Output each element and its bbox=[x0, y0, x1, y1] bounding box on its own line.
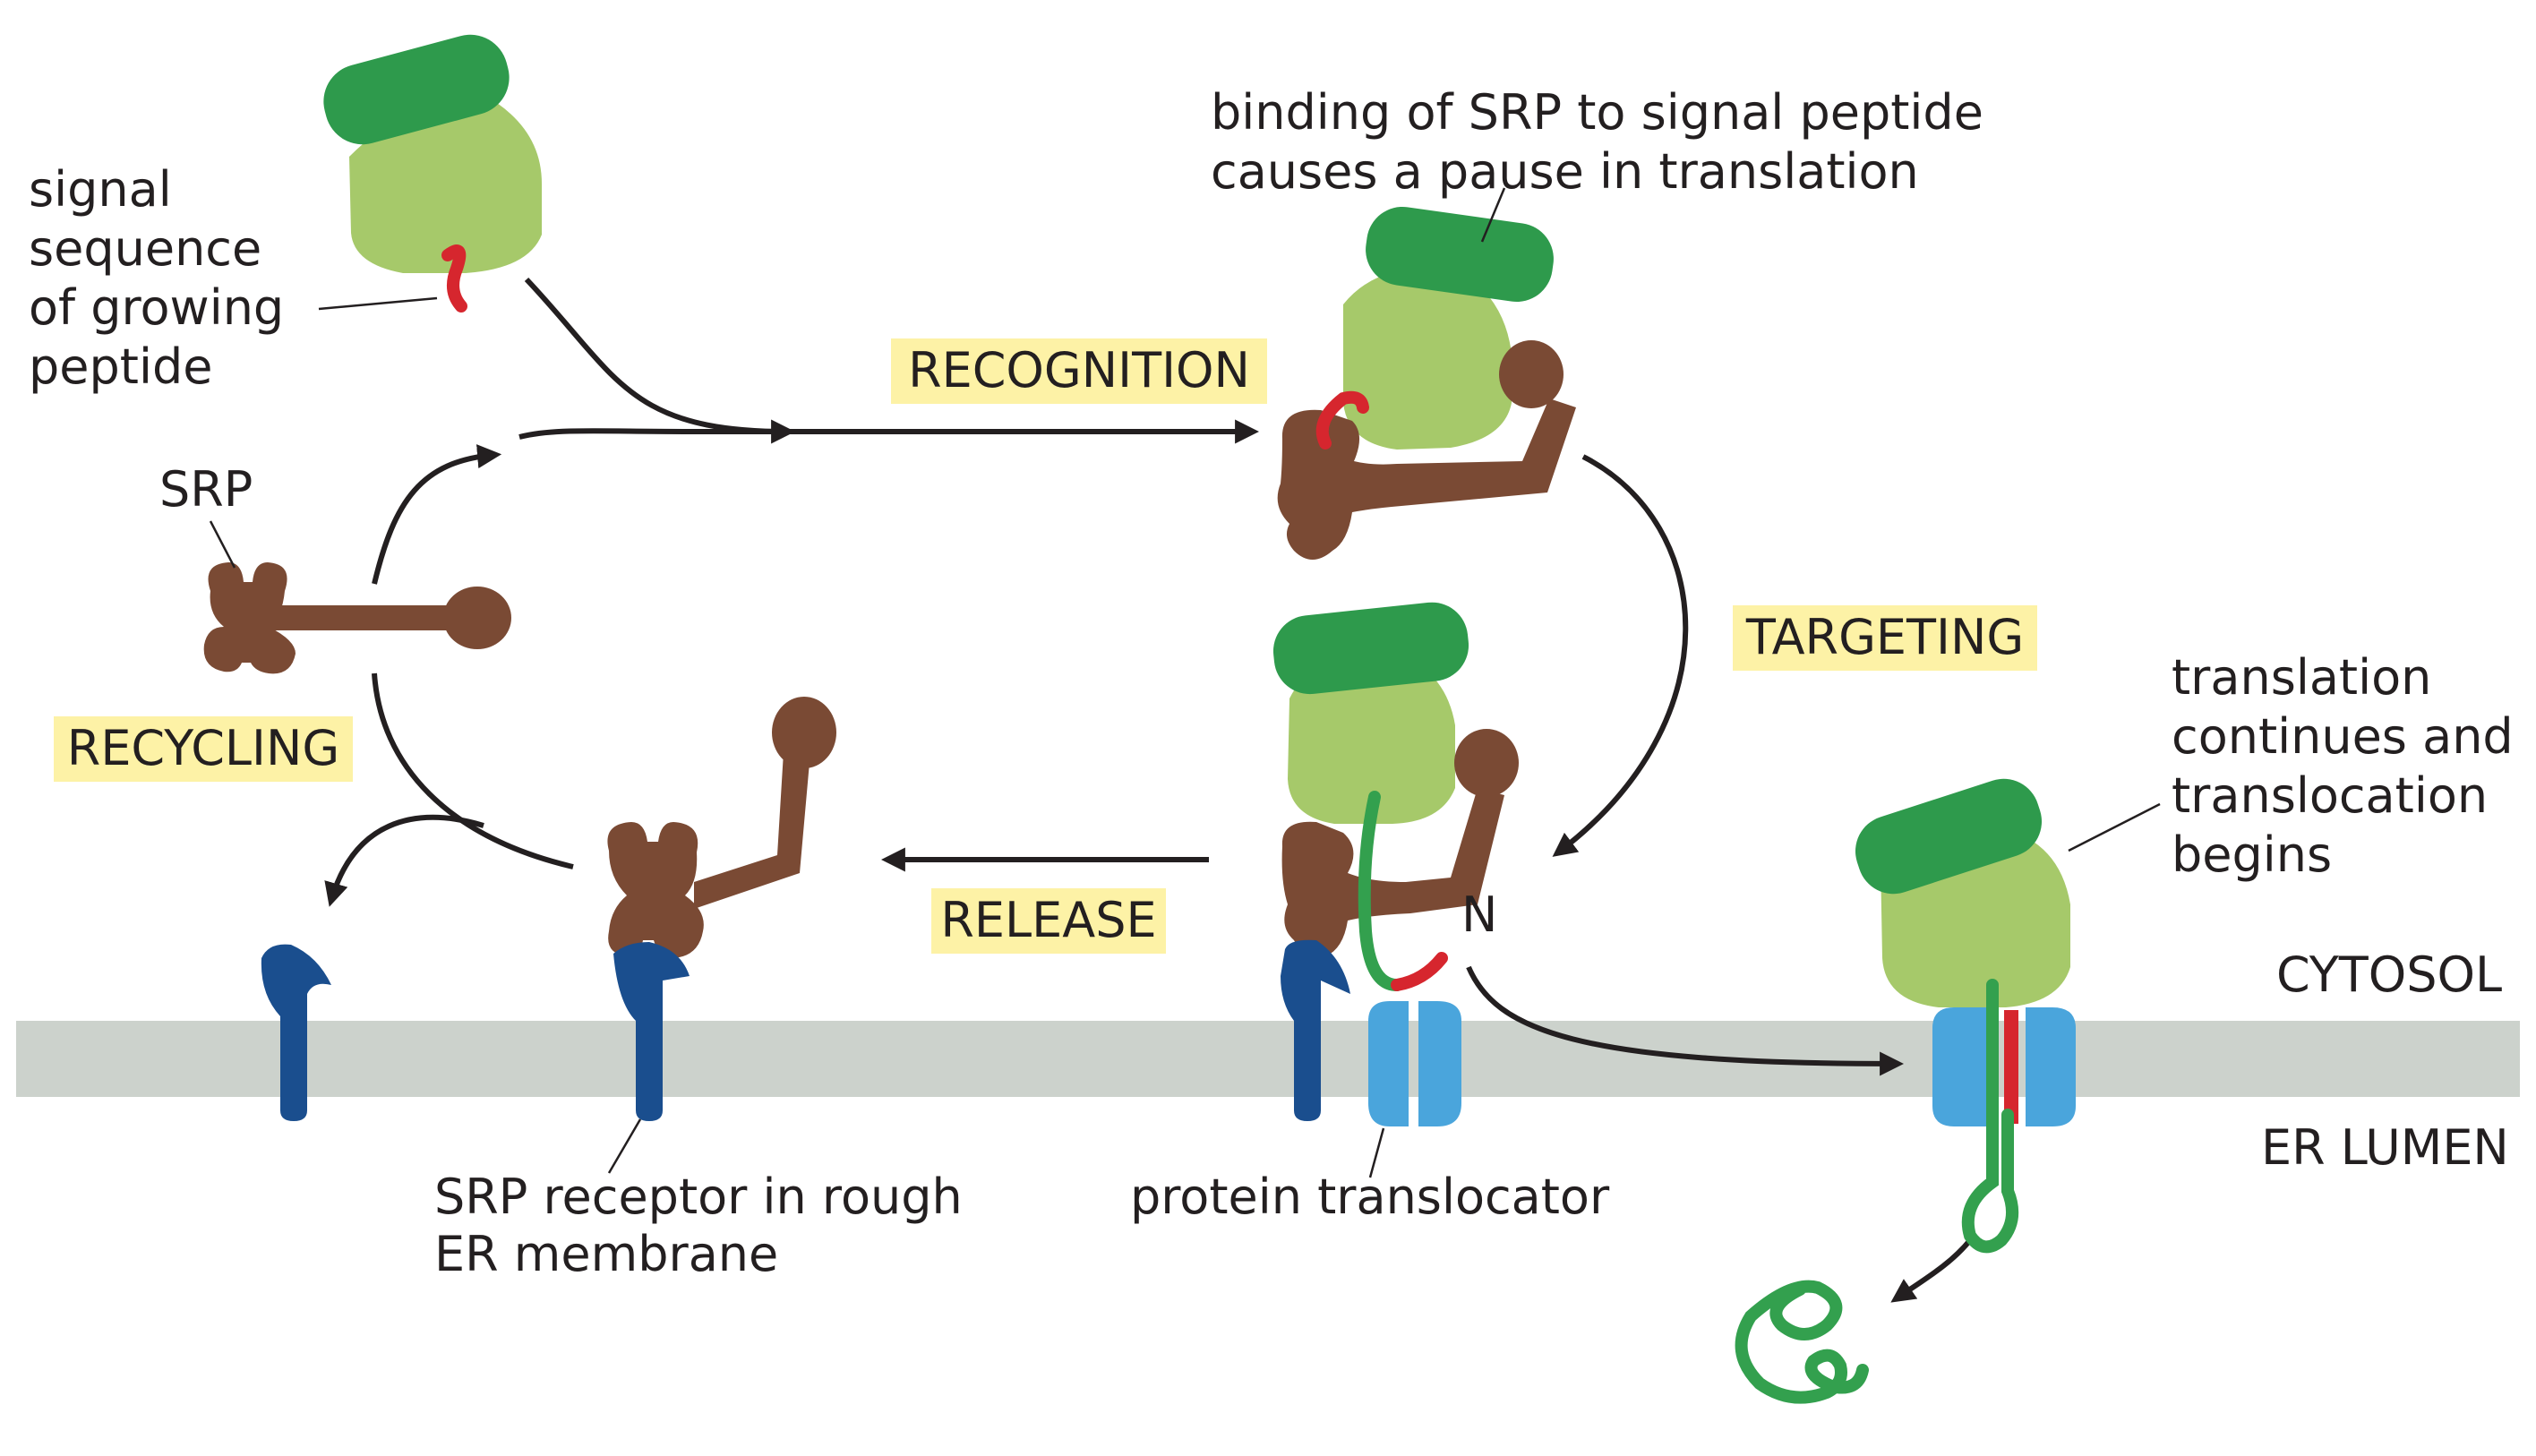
srp-receptor-free bbox=[261, 944, 331, 1121]
released-srp bbox=[607, 697, 836, 958]
protein-translocator-closed bbox=[1368, 1001, 1461, 1126]
free-ribosome bbox=[323, 34, 542, 313]
n-terminus-label: N bbox=[1461, 886, 1497, 943]
folded-protein bbox=[1735, 1280, 1869, 1404]
protein-translocator-label: protein translocator bbox=[1130, 1169, 1610, 1225]
diagram-labels: signal sequence of growing peptide SRP b… bbox=[29, 84, 2529, 1282]
er-lumen-label: ER LUMEN bbox=[2261, 1119, 2509, 1176]
ribosome-large-subunit bbox=[323, 34, 510, 145]
srp-receptor-released bbox=[613, 942, 690, 1121]
translation-continues-leader bbox=[2068, 802, 2161, 852]
stage-label-recognition: RECOGNITION bbox=[908, 342, 1250, 398]
srp-receptor-docked bbox=[1281, 939, 1350, 1121]
signal-sequence-label: signal sequence of growing peptide bbox=[29, 161, 299, 395]
docked-ribosome bbox=[1272, 602, 1519, 991]
translation-continues-label: translation continues and translocation … bbox=[2172, 649, 2529, 883]
ribosome-small-subunit bbox=[349, 99, 542, 273]
flow-arrows bbox=[324, 277, 1973, 1303]
binding-leader bbox=[1480, 187, 1506, 243]
er-membrane bbox=[16, 1021, 2520, 1097]
stage-label-recycling: RECYCLING bbox=[67, 720, 339, 776]
srp-receptor-leader bbox=[607, 1118, 642, 1174]
free-srp bbox=[203, 562, 511, 674]
signal-sequence-leader bbox=[318, 296, 438, 311]
protein-translocator-open bbox=[1932, 979, 2076, 1254]
binding-label: binding of SRP to signal peptide causes … bbox=[1211, 84, 1999, 200]
stage-label-targeting: TARGETING bbox=[1745, 609, 2024, 665]
translocating-ribosome bbox=[1855, 778, 2070, 1007]
srp-label: SRP bbox=[159, 461, 253, 518]
srp-leader bbox=[209, 520, 236, 569]
cytosol-label: CYTOSOL bbox=[2276, 946, 2502, 1003]
translocator-leader bbox=[1368, 1127, 1385, 1178]
signal-peptide bbox=[441, 244, 467, 313]
srp-bound-ribosome bbox=[1277, 206, 1576, 560]
stage-label-release: RELEASE bbox=[940, 892, 1156, 948]
srp-receptor-label: SRP receptor in rough ER membrane bbox=[434, 1169, 978, 1282]
stage-labels: RECOGNITION TARGETING RELEASE RECYCLING bbox=[54, 338, 2037, 954]
